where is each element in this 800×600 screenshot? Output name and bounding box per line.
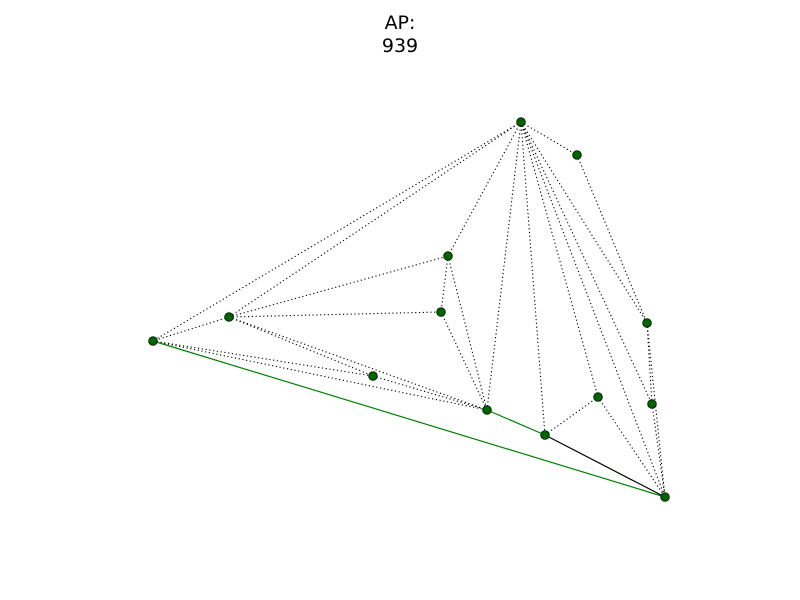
graph-node-n0 <box>516 117 526 127</box>
edge-n9-n12 <box>651 403 666 498</box>
node-layer <box>148 117 670 502</box>
edge-n0-n9 <box>520 121 653 405</box>
edge-n0-n2 <box>447 121 522 257</box>
graph-node-n2 <box>443 251 453 261</box>
edge-n5-n10 <box>152 340 488 411</box>
title-line-2: 939 <box>381 35 419 57</box>
title-line-1: AP: <box>384 12 416 34</box>
graph-node-n10 <box>482 405 492 415</box>
edge-n6-n12 <box>646 322 666 498</box>
edge-n4-n2 <box>228 255 449 318</box>
graph-node-n7 <box>368 371 378 381</box>
edge-layer <box>152 121 666 498</box>
edge-n0-n6 <box>520 121 648 324</box>
edge-n10-n11 <box>486 409 546 436</box>
edge-n0-n4 <box>228 121 522 318</box>
edge-n0-n5 <box>152 121 522 342</box>
graph-node-n4 <box>224 312 234 322</box>
graph-node-n11 <box>540 430 550 440</box>
graph-node-n5 <box>148 336 158 346</box>
graph-node-n8 <box>593 392 603 402</box>
edge-n2-n10 <box>447 255 488 411</box>
graph-node-n9 <box>647 399 657 409</box>
edge-n0-n11 <box>520 121 546 436</box>
edge-n4-n7 <box>228 316 374 377</box>
edge-n4-n3 <box>228 311 442 318</box>
edge-n0-n8 <box>520 121 599 398</box>
graph-node-n3 <box>436 307 446 317</box>
edge-n5-n7 <box>152 340 374 377</box>
graph-node-n1 <box>572 150 582 160</box>
edge-n1-n6 <box>576 154 648 324</box>
edge-n7-n10 <box>372 375 488 411</box>
graph-node-n12 <box>660 492 670 502</box>
edge-n5-n12 <box>152 340 666 498</box>
edge-n3-n10 <box>440 311 488 411</box>
edge-n4-n10 <box>228 316 488 411</box>
edge-n4-n5 <box>152 316 230 342</box>
edge-n0-n12 <box>520 121 666 498</box>
edge-n0-n10 <box>486 121 522 411</box>
edge-n2-n3 <box>440 255 449 313</box>
graph-node-n6 <box>642 318 652 328</box>
edge-n11-n12 <box>544 434 666 498</box>
edge-n11-n8 <box>544 396 599 436</box>
edge-n0-n1 <box>520 121 578 156</box>
diagram-title: AP: 939 <box>0 12 800 58</box>
edge-n8-n12 <box>597 396 666 498</box>
